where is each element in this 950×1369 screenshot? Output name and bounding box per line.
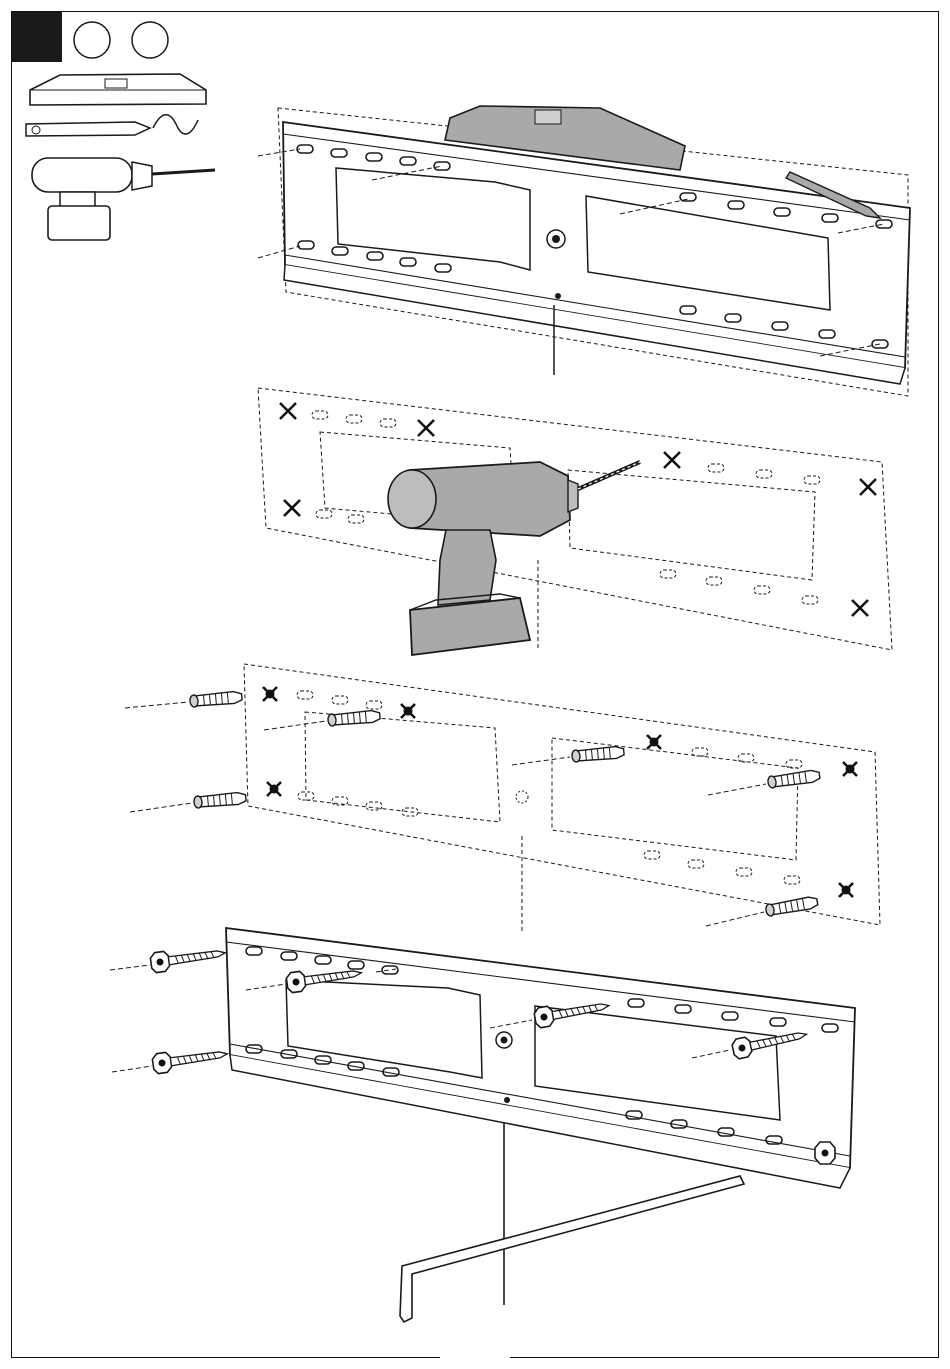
drill-tool-icon [32,158,215,240]
power-drill [388,462,640,655]
person-count-circle-1 [74,22,110,58]
step-number-box [12,12,62,62]
person-count-circle-2 [132,22,168,58]
panel-2-drill-holes [258,388,892,655]
pencil-tool-icon [26,115,198,136]
level-tool-icon [30,74,206,105]
panel-1-mark-holes [258,106,910,396]
panel-3-insert-anchors [125,664,880,932]
page-number [440,1351,510,1365]
panel-4-attach-bracket [110,928,855,1322]
hex-key-tool [400,1176,744,1322]
